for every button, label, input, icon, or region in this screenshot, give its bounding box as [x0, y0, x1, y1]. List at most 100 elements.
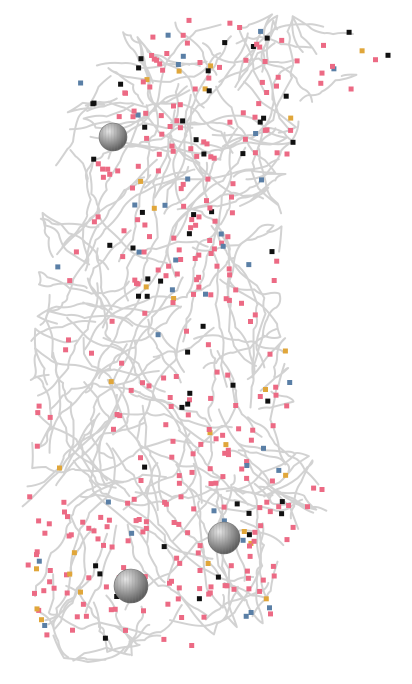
- map-marker-orange[interactable]: [207, 430, 213, 436]
- map-marker-pink[interactable]: [196, 252, 202, 258]
- map-marker-pink[interactable]: [198, 441, 204, 447]
- map-marker-pink[interactable]: [373, 57, 378, 63]
- map-marker-pink[interactable]: [190, 451, 196, 457]
- map-marker-black[interactable]: [193, 137, 199, 143]
- map-marker-black[interactable]: [240, 151, 246, 157]
- map-marker-pink[interactable]: [164, 51, 170, 56]
- map-marker-pink[interactable]: [269, 478, 275, 484]
- map-marker-pink[interactable]: [207, 205, 213, 211]
- map-marker-orange[interactable]: [143, 284, 149, 290]
- map-marker-pink[interactable]: [197, 60, 203, 65]
- map-marker-pink[interactable]: [193, 222, 199, 228]
- map-marker-pink[interactable]: [178, 186, 184, 192]
- map-marker-pink[interactable]: [252, 312, 258, 318]
- map-marker-pink[interactable]: [319, 70, 325, 76]
- map-marker-pink[interactable]: [167, 395, 173, 400]
- map-marker-pink[interactable]: [123, 90, 128, 96]
- map-marker-orange[interactable]: [263, 387, 268, 392]
- map-marker-pink[interactable]: [158, 113, 164, 119]
- map-marker-pink[interactable]: [221, 504, 227, 510]
- map-marker-pink[interactable]: [147, 84, 153, 90]
- map-marker-pink[interactable]: [227, 20, 233, 26]
- map-marker-pink[interactable]: [197, 543, 203, 549]
- map-marker-black[interactable]: [385, 52, 391, 58]
- map-marker-black[interactable]: [346, 29, 352, 35]
- map-marker-pink[interactable]: [36, 518, 42, 524]
- map-marker-pink[interactable]: [247, 553, 253, 559]
- map-marker-pink[interactable]: [243, 57, 249, 63]
- map-marker-pink[interactable]: [220, 432, 226, 438]
- map-marker-pink[interactable]: [222, 583, 228, 589]
- map-marker-pink[interactable]: [177, 125, 183, 131]
- map-marker-pink[interactable]: [240, 110, 246, 116]
- map-marker-pink[interactable]: [211, 155, 217, 161]
- map-marker-pink[interactable]: [242, 136, 248, 142]
- map-marker-pink[interactable]: [169, 454, 175, 460]
- map-marker-black[interactable]: [264, 35, 270, 41]
- map-marker-pink[interactable]: [229, 194, 234, 200]
- map-marker-pink[interactable]: [140, 529, 146, 535]
- map-marker-pink[interactable]: [168, 404, 174, 409]
- map-marker-pink[interactable]: [165, 601, 171, 607]
- map-marker-orange[interactable]: [223, 442, 229, 448]
- map-marker-black[interactable]: [205, 68, 211, 74]
- map-marker-black[interactable]: [144, 293, 150, 299]
- map-marker-pink[interactable]: [284, 537, 290, 543]
- map-marker-pink[interactable]: [130, 114, 136, 120]
- map-marker-pink[interactable]: [156, 151, 162, 157]
- map-marker-orange[interactable]: [205, 561, 211, 566]
- map-marker-pink[interactable]: [64, 572, 69, 578]
- map-marker-blue[interactable]: [165, 32, 171, 38]
- map-marker-pink[interactable]: [205, 176, 211, 182]
- map-marker-blue[interactable]: [42, 623, 48, 628]
- map-marker-pink[interactable]: [128, 387, 134, 393]
- map-marker-pink[interactable]: [208, 584, 214, 590]
- map-marker-pink[interactable]: [105, 166, 111, 172]
- map-marker-pink[interactable]: [146, 383, 152, 389]
- map-marker-black[interactable]: [206, 88, 212, 94]
- map-marker-pink[interactable]: [264, 90, 270, 95]
- map-marker-pink[interactable]: [161, 375, 167, 381]
- map-marker-pink[interactable]: [111, 426, 116, 432]
- map-marker-pink[interactable]: [180, 181, 186, 187]
- map-marker-blue[interactable]: [211, 508, 217, 514]
- map-marker-pink[interactable]: [225, 372, 231, 378]
- map-marker-pink[interactable]: [32, 590, 37, 596]
- map-marker-pink[interactable]: [226, 452, 231, 458]
- map-marker-pink[interactable]: [258, 523, 264, 529]
- map-marker-pink[interactable]: [236, 426, 242, 432]
- map-marker-pink[interactable]: [225, 234, 231, 240]
- map-marker-black[interactable]: [179, 404, 185, 410]
- map-marker-black[interactable]: [222, 40, 228, 46]
- map-marker-black[interactable]: [250, 44, 256, 49]
- map-marker-pink[interactable]: [176, 585, 182, 591]
- map-marker-pink[interactable]: [260, 577, 266, 583]
- map-marker-orange[interactable]: [57, 465, 62, 471]
- map-marker-pink[interactable]: [109, 544, 115, 550]
- map-marker-pink[interactable]: [143, 110, 149, 116]
- map-marker-pink[interactable]: [233, 287, 239, 293]
- map-marker-pink[interactable]: [95, 214, 101, 220]
- map-marker-black[interactable]: [234, 501, 240, 507]
- map-marker-pink[interactable]: [223, 296, 229, 302]
- map-marker-orange[interactable]: [39, 617, 44, 623]
- map-marker-pink[interactable]: [252, 114, 258, 120]
- map-marker-pink[interactable]: [248, 437, 254, 443]
- map-marker-blue[interactable]: [185, 176, 191, 182]
- map-marker-pink[interactable]: [256, 101, 262, 107]
- map-marker-orange[interactable]: [138, 178, 144, 184]
- map-marker-pink[interactable]: [41, 588, 47, 594]
- map-marker-pink[interactable]: [229, 210, 235, 216]
- map-marker-pink[interactable]: [318, 80, 324, 86]
- map-marker-pink[interactable]: [163, 422, 169, 428]
- map-marker-pink[interactable]: [192, 256, 198, 261]
- map-marker-pink[interactable]: [239, 466, 245, 472]
- map-marker-blue[interactable]: [162, 202, 168, 208]
- map-marker-pink[interactable]: [149, 53, 155, 58]
- map-marker-blue[interactable]: [243, 613, 249, 619]
- map-marker-black[interactable]: [279, 499, 285, 505]
- map-marker-blue[interactable]: [173, 257, 179, 263]
- map-marker-pink[interactable]: [121, 565, 127, 571]
- map-marker-pink[interactable]: [239, 300, 244, 306]
- map-marker-pink[interactable]: [274, 258, 280, 264]
